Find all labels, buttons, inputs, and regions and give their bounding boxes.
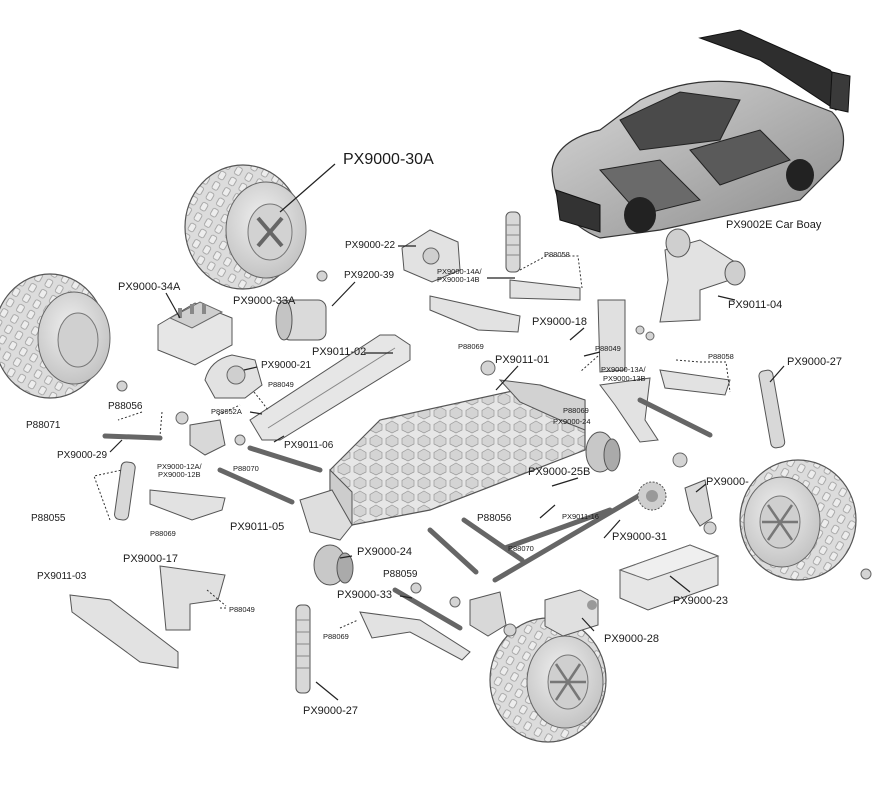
label-px9000-29: PX9000-29 <box>57 450 108 461</box>
spur-gear <box>637 481 667 511</box>
label-p88069-c: P88069 <box>150 529 176 538</box>
car-body-shell <box>551 29 851 239</box>
arm-front-upper <box>429 279 581 333</box>
label-px9011-03: PX9011-03 <box>37 571 87 582</box>
arm-front-lower <box>359 611 471 661</box>
front-gearbox <box>401 229 461 283</box>
label-px9011-01: PX9011-01 <box>495 354 550 366</box>
shock-rear-left <box>114 461 136 521</box>
label-px9000-right: PX9000- <box>706 476 749 488</box>
label-p88071: P88071 <box>26 420 61 431</box>
front-bumper <box>69 594 179 669</box>
leader-lines <box>109 163 785 701</box>
label-px9000-33: PX9000-33 <box>337 589 393 601</box>
label-px9011-04: PX9011-04 <box>728 299 783 311</box>
label-px9011-06: PX9011-06 <box>284 440 334 451</box>
label-p88069-a: P88069 <box>458 342 484 351</box>
label-p88069-d: P88069 <box>323 632 349 641</box>
label-px9000-12b: PX9000-12B <box>158 470 201 479</box>
label-px9000-21: PX9000-21 <box>261 360 312 371</box>
battery-pack <box>618 544 720 611</box>
linkage-rods <box>102 397 713 631</box>
shock-front-bottom <box>295 604 311 694</box>
wheel-front-left <box>184 164 307 290</box>
label-px9000-23: PX9000-23 <box>673 595 729 607</box>
knuckle-rear <box>684 479 713 527</box>
label-p88070-mid: P88070 <box>508 544 534 553</box>
label-p88049-b: P88049 <box>268 380 294 389</box>
label-px9000-14a: PX9000-14A/ <box>437 267 482 276</box>
knuckle-left <box>189 419 226 456</box>
wheel-front-right <box>489 617 607 743</box>
chassis-main-tub <box>299 379 586 541</box>
label-px9000-33a: PX9000-33A <box>233 295 296 307</box>
label-px9011-05: PX9011-05 <box>230 521 285 533</box>
label-p88059: P88059 <box>383 569 418 580</box>
label-px9200-39: PX9200-39 <box>344 270 395 281</box>
label-p88070-left: P88070 <box>233 464 259 473</box>
label-px9000-34a: PX9000-34A <box>118 281 181 293</box>
leader-dashed <box>93 255 731 629</box>
label-px9000-31: PX9000-31 <box>612 531 668 543</box>
label-p88069-b: P88069 <box>563 406 589 415</box>
label-p88058-right: P88058 <box>708 352 734 361</box>
label-p88056-mid: P88056 <box>477 513 512 524</box>
arm-rear-left <box>149 489 226 521</box>
rear-gearbox <box>204 354 263 399</box>
label-px9002e: PX9002E Car Boay <box>726 219 822 231</box>
label-px9000-24-top: PX9000-24 <box>553 417 591 426</box>
top-brace <box>249 334 411 441</box>
diff-front <box>313 544 354 586</box>
knuckle-front <box>469 591 507 637</box>
servo <box>544 589 599 637</box>
label-px9000-27-bottom: PX9000-27 <box>303 705 359 717</box>
label-p88056-left: P88056 <box>108 401 143 412</box>
label-px9000-30a: PX9000-30A <box>343 151 434 168</box>
esc-unit <box>157 301 233 366</box>
wing-mount <box>659 228 746 323</box>
label-px9000-18: PX9000-18 <box>532 316 588 328</box>
label-p88049-a: P88049 <box>595 344 621 353</box>
diff-rear <box>585 431 621 473</box>
body-post-rear <box>159 565 226 631</box>
wheel-rear-right <box>739 459 857 581</box>
label-p88055: P88055 <box>31 513 66 524</box>
body-post-front <box>597 299 626 373</box>
label-px9000-24-bottom: PX9000-24 <box>357 546 413 558</box>
label-px9000-22: PX9000-22 <box>345 240 396 251</box>
label-p88049-c: P88049 <box>229 605 255 614</box>
label-px9000-25b: PX9000-25B <box>528 466 591 478</box>
label-px9000-17: PX9000-17 <box>123 553 179 565</box>
hardware-nuts <box>116 270 872 637</box>
label-px9000-12a: PX9000-12A/ <box>157 462 202 471</box>
label-px9000-14b: PX9000-14B <box>437 275 480 284</box>
label-px9000-27-right: PX9000-27 <box>787 356 843 368</box>
label-px9000-28: PX9000-28 <box>604 633 660 645</box>
label-px9011-02: PX9011-02 <box>312 346 367 358</box>
motor <box>275 299 327 341</box>
shock-front-top <box>505 211 521 273</box>
label-px9000-13a: PX9000-13A/ <box>601 365 646 374</box>
label-p88052a: P88052A <box>211 407 242 416</box>
shock-rear-right <box>758 369 786 449</box>
label-px9000-13b: PX9000-13B <box>603 374 646 383</box>
label-p88058-top: P88058 <box>544 250 570 259</box>
wheel-rear-left <box>0 273 111 399</box>
label-px9011-16: PX9011-16 <box>562 512 599 521</box>
arm-rear-right <box>599 369 731 443</box>
